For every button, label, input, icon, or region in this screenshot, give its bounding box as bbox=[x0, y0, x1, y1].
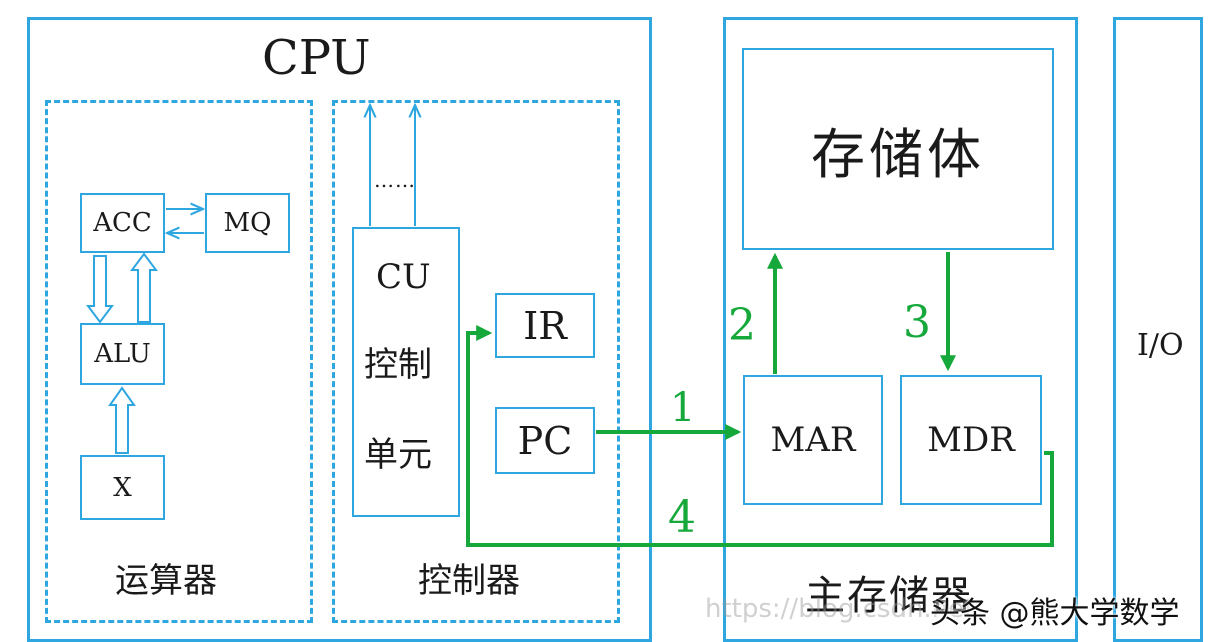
x-register: X bbox=[80, 455, 165, 520]
cu-signal-ellipsis: …… bbox=[374, 168, 416, 192]
step4-mdr-to-ir-arrow bbox=[466, 325, 1054, 547]
acc-register: ACC bbox=[80, 193, 165, 253]
mar-register: MAR bbox=[743, 375, 883, 505]
step-4-label: 4 bbox=[668, 492, 696, 543]
cu-line-1: CU bbox=[376, 257, 431, 297]
ir-register: IR bbox=[495, 293, 595, 358]
x-to-alu-arrow bbox=[108, 386, 136, 454]
io-label: I/O bbox=[1137, 328, 1184, 363]
watermark-brand: 头条 @熊大学数学 bbox=[930, 596, 1180, 631]
cu-line-3: 单元 bbox=[364, 435, 432, 475]
step-1-label: 1 bbox=[670, 385, 696, 431]
watermark-url: https://blog.csdn.net bbox=[705, 594, 975, 624]
alu-group-label: 运算器 bbox=[115, 561, 217, 601]
mdr-register: MDR bbox=[900, 375, 1042, 505]
cpu-container bbox=[27, 17, 652, 642]
step-3-label: 3 bbox=[903, 297, 931, 348]
control-group bbox=[332, 100, 620, 623]
acc-to-alu-arrow bbox=[86, 255, 114, 324]
pc-register: PC bbox=[495, 407, 595, 474]
main-memory-label: 主存储器 bbox=[805, 573, 973, 619]
cpu-title: CPU bbox=[262, 30, 371, 86]
storage-body: 存储体 bbox=[742, 48, 1054, 250]
alu-unit: ALU bbox=[80, 323, 165, 385]
cu-line-2: 控制 bbox=[364, 345, 432, 385]
cu-unit: CU 控制 单元 bbox=[352, 227, 460, 517]
control-group-label: 控制器 bbox=[418, 561, 520, 601]
main-memory-container bbox=[723, 17, 1078, 642]
alu-group bbox=[45, 100, 313, 623]
step-2-label: 2 bbox=[728, 300, 756, 351]
io-container bbox=[1113, 17, 1203, 642]
alu-to-acc-arrow bbox=[130, 252, 158, 323]
mq-register: MQ bbox=[205, 193, 290, 253]
